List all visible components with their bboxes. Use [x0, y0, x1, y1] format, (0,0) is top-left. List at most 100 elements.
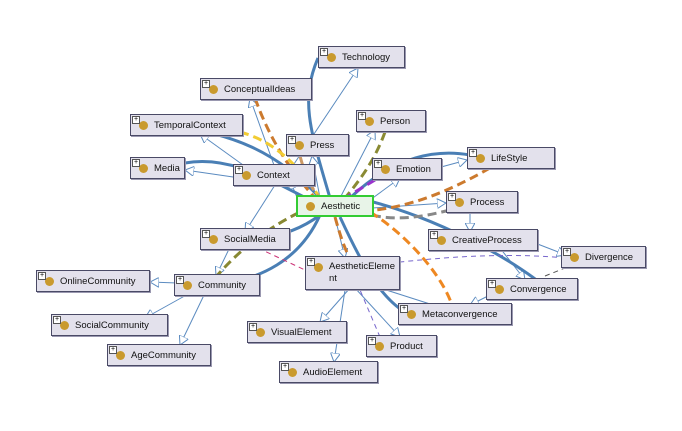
class-dot-icon — [288, 367, 297, 377]
edge-community-online — [150, 282, 178, 283]
node-label: OnlineCommunity — [60, 275, 136, 287]
class-node-social-community[interactable]: + SocialCommunity — [51, 314, 168, 336]
edge-aesthetic-emotion — [369, 178, 400, 201]
arc-aesthetic-technology — [307, 57, 332, 199]
node-label: Community — [198, 279, 247, 291]
dash-lifestyle — [374, 166, 491, 212]
expand-icon[interactable]: + — [358, 112, 366, 120]
class-node-social-media[interactable]: + SocialMedia — [200, 228, 290, 250]
class-dot-icon — [455, 197, 464, 207]
expand-icon[interactable]: + — [132, 116, 140, 124]
edge-aesthetic-person — [339, 130, 375, 199]
class-node-aesthetic-selected[interactable]: Aesthetic — [296, 195, 374, 217]
class-node-product[interactable]: + Product — [366, 335, 437, 357]
class-dot-icon — [209, 234, 218, 244]
expand-icon[interactable]: + — [368, 337, 376, 345]
expand-icon[interactable]: + — [448, 193, 456, 201]
expand-icon[interactable]: + — [288, 136, 296, 144]
edge-aestheticelement-visual — [320, 287, 351, 322]
class-node-emotion[interactable]: + Emotion — [372, 158, 442, 180]
dash-socialmedia-aestheticelement — [257, 247, 306, 271]
class-node-technology[interactable]: + Technology — [318, 46, 405, 68]
node-label: Divergence — [585, 251, 634, 263]
class-node-process[interactable]: + Process — [446, 191, 518, 213]
edge-community-age — [180, 292, 206, 345]
class-node-temporal-context[interactable]: + TemporalContext — [130, 114, 243, 136]
expand-icon[interactable]: + — [109, 346, 117, 354]
node-label: AgeCommunity — [131, 349, 196, 361]
dash-divergence-aestheticelement — [399, 254, 567, 263]
class-dot-icon — [495, 284, 504, 294]
expand-icon[interactable]: + — [202, 230, 210, 238]
edge-creative-divergence — [534, 242, 566, 255]
class-dot-icon — [476, 153, 485, 163]
class-dot-icon — [45, 276, 54, 286]
class-node-visual-element[interactable]: + VisualElement — [247, 321, 347, 343]
node-label: Person — [380, 115, 411, 127]
node-label: VisualElement — [271, 326, 332, 338]
class-dot-icon — [327, 52, 336, 62]
class-node-conceptual-ideas[interactable]: + ConceptualIdeas — [200, 78, 312, 100]
class-node-aesthetic-element[interactable]: + AestheticElement — [305, 256, 400, 290]
class-dot-icon — [242, 170, 251, 180]
class-node-community[interactable]: + Community — [174, 274, 260, 296]
expand-icon[interactable]: + — [430, 231, 438, 239]
class-node-divergence[interactable]: + Divergence — [561, 246, 646, 268]
expand-icon[interactable]: + — [307, 258, 315, 266]
expand-icon[interactable]: + — [176, 276, 184, 284]
expand-icon[interactable]: + — [53, 316, 61, 324]
node-label: Aesthetic — [321, 200, 361, 212]
class-node-age-community[interactable]: + AgeCommunity — [107, 344, 211, 366]
class-node-convergence[interactable]: + Convergence — [486, 278, 578, 300]
class-dot-icon — [365, 116, 374, 126]
class-dot-icon — [139, 120, 148, 130]
expand-icon[interactable]: + — [249, 323, 257, 331]
expand-icon[interactable]: + — [563, 248, 571, 256]
node-label: SocialCommunity — [75, 319, 149, 331]
class-node-press[interactable]: + Press — [286, 134, 349, 156]
class-node-person[interactable]: + Person — [356, 110, 426, 132]
edge-aesthetic-press — [312, 156, 321, 199]
expand-icon[interactable]: + — [281, 363, 289, 371]
edge-context-media — [185, 170, 241, 179]
edge-aestheticelement-product — [354, 287, 400, 337]
node-label: Media — [154, 162, 180, 174]
class-dot-icon — [570, 252, 579, 262]
expand-icon[interactable]: + — [235, 166, 243, 174]
class-dot-icon — [139, 163, 148, 173]
dash-metaconvergence — [369, 210, 454, 306]
dash-person — [343, 131, 387, 199]
node-label: ConceptualIdeas — [224, 83, 296, 95]
node-label: Emotion — [396, 163, 431, 175]
node-label: Product — [390, 340, 423, 352]
expand-icon[interactable]: + — [488, 280, 496, 288]
class-dot-icon — [306, 201, 315, 211]
node-label: TemporalContext — [154, 119, 226, 131]
class-node-context[interactable]: + Context — [233, 164, 315, 186]
node-label: Context — [257, 169, 290, 181]
node-label: SocialMedia — [224, 233, 276, 245]
class-node-metaconvergence[interactable]: + Metaconvergence — [398, 303, 512, 325]
class-node-online-community[interactable]: + OnlineCommunity — [36, 270, 150, 292]
class-dot-icon — [437, 235, 446, 245]
node-label: Process — [470, 196, 505, 208]
class-node-lifestyle[interactable]: + LifeStyle — [467, 147, 555, 169]
node-label: AudioElement — [303, 366, 363, 378]
expand-icon[interactable]: + — [400, 305, 408, 313]
class-dot-icon — [381, 164, 390, 174]
class-dot-icon — [375, 341, 384, 351]
class-dot-icon — [314, 263, 323, 272]
expand-icon[interactable]: + — [320, 48, 328, 56]
class-dot-icon — [407, 309, 416, 319]
expand-icon[interactable]: + — [469, 149, 477, 157]
expand-icon[interactable]: + — [132, 159, 140, 167]
edge-aesthetic-process — [371, 203, 446, 208]
expand-icon[interactable]: + — [374, 160, 382, 168]
expand-icon[interactable]: + — [38, 272, 46, 280]
class-node-creative-process[interactable]: + CreativeProcess — [428, 229, 538, 251]
class-node-media[interactable]: + Media — [130, 157, 185, 179]
class-node-audio-element[interactable]: + AudioElement — [279, 361, 378, 383]
expand-icon[interactable]: + — [202, 80, 210, 88]
dash-process — [371, 208, 451, 220]
node-label: AestheticElement — [329, 261, 396, 284]
